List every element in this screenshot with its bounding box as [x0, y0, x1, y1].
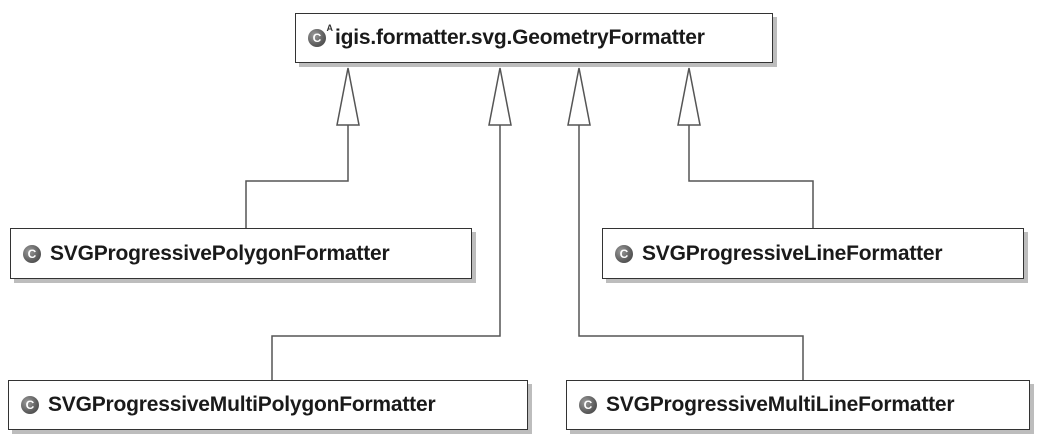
geometry-formatter-class-box[interactable]: C A igis.formatter.svg.GeometryFormatter [295, 13, 773, 63]
multipolygon-formatter-class-name: SVGProgressiveMultiPolygonFormatter [48, 393, 436, 416]
multipolygon-formatter-class-box[interactable]: C SVGProgressiveMultiPolygonFormatter [8, 380, 528, 430]
abstract-marker: A [326, 23, 334, 33]
connector-line-formatter [688, 125, 814, 228]
inheritance-arrowhead-multipolygon [488, 67, 512, 126]
class-icon: C [23, 244, 41, 263]
class-icon: C [579, 396, 597, 414]
multiline-formatter-class-name: SVGProgressiveMultiLineFormatter [606, 393, 955, 416]
line-formatter-class-name: SVGProgressiveLineFormatter [642, 241, 943, 265]
abstract-class-icon: C A [308, 23, 333, 47]
polygon-formatter-class-box[interactable]: C SVGProgressivePolygonFormatter [10, 228, 472, 279]
class-icon-glyph: C [25, 398, 35, 412]
polygon-formatter-class-name: SVGProgressivePolygonFormatter [50, 241, 390, 265]
class-icon-glyph: C [27, 246, 37, 261]
inheritance-arrowhead-line [677, 67, 701, 126]
connector-polygon-formatter [245, 125, 349, 228]
connector-multiline-formatter [578, 125, 804, 380]
inheritance-arrowhead-polygon [336, 67, 360, 126]
class-icon-glyph: C [619, 246, 629, 261]
class-icon: C [21, 396, 39, 414]
connector-multipolygon-formatter [271, 125, 501, 380]
class-icon-glyph: C [312, 31, 322, 45]
geometry-formatter-class-name: igis.formatter.svg.GeometryFormatter [335, 26, 705, 49]
class-icon-glyph: C [583, 398, 593, 412]
class-icon: C [615, 244, 633, 263]
multiline-formatter-class-box[interactable]: C SVGProgressiveMultiLineFormatter [566, 380, 1030, 430]
inheritance-arrowhead-multiline [567, 67, 591, 126]
line-formatter-class-box[interactable]: C SVGProgressiveLineFormatter [602, 228, 1024, 279]
